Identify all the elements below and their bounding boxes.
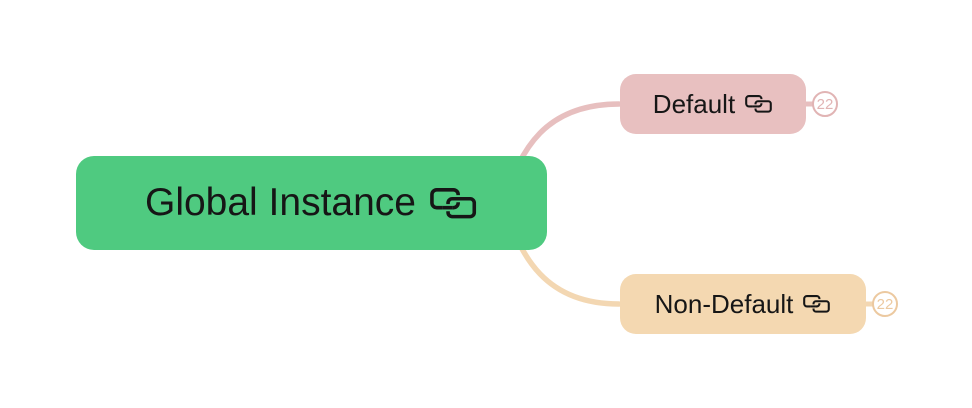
node-global-instance[interactable]: Global Instance — [76, 156, 547, 250]
node-label: Non-Default — [654, 288, 794, 319]
badge-count: 22 — [876, 295, 894, 313]
node-label: Default — [652, 88, 736, 119]
node-non-default[interactable]: Non-Default — [620, 274, 866, 334]
clone-icon — [745, 95, 774, 113]
clone-icon — [803, 295, 832, 313]
node-default[interactable]: Default — [620, 74, 806, 134]
child-count-badge-default[interactable]: 22 — [812, 91, 838, 117]
badge-count: 22 — [816, 95, 834, 113]
clone-icon — [430, 187, 478, 219]
node-label: Global Instance — [144, 181, 416, 224]
child-count-badge-non-default[interactable]: 22 — [872, 291, 898, 317]
